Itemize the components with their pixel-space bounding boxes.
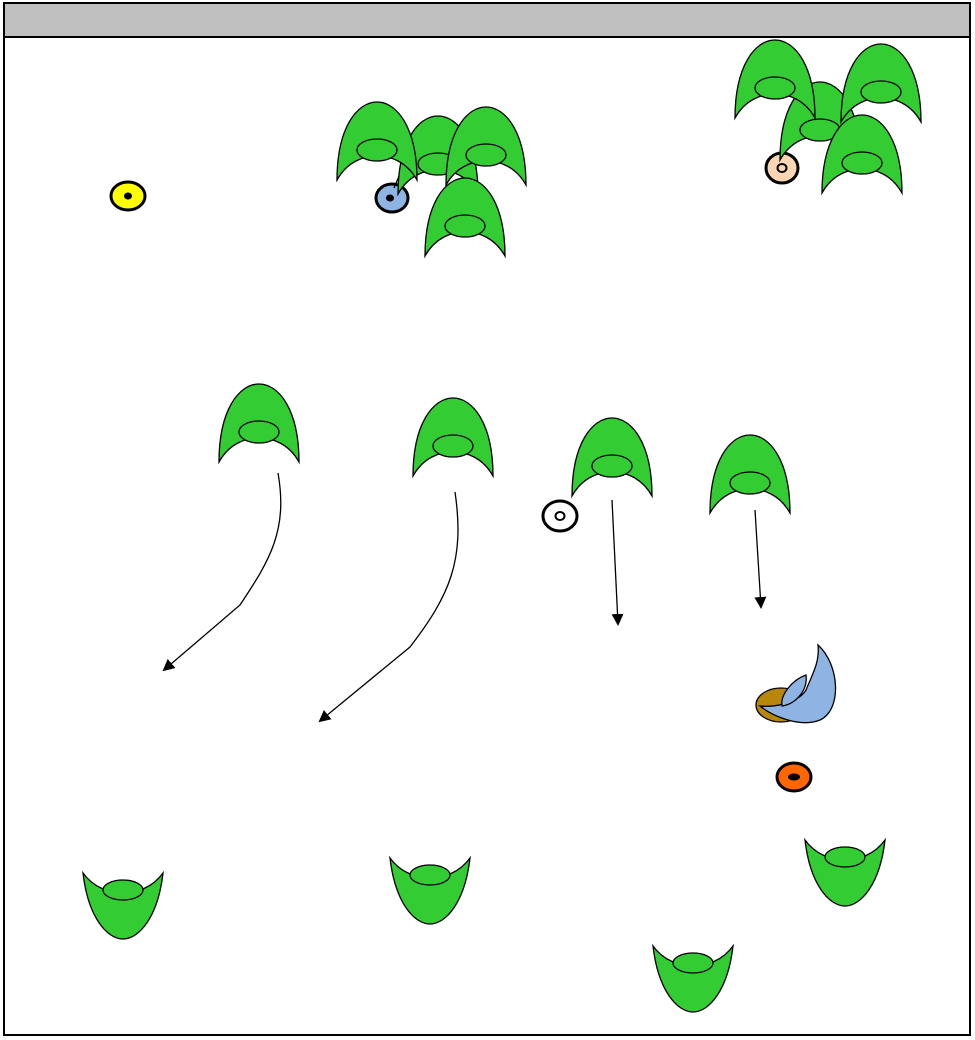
green-sprout-icon[interactable] [413, 398, 493, 476]
arrow-icon [755, 510, 761, 607]
arrow-icon [164, 473, 281, 670]
token-yellow[interactable] [111, 182, 145, 210]
green-sprout-icon[interactable] [219, 384, 299, 462]
green-sprout-icon[interactable] [841, 44, 921, 122]
green-cup-icon[interactable] [83, 873, 163, 939]
sprout-cluster-right [735, 40, 921, 193]
arrow-icon [320, 492, 458, 721]
arrow-icon [612, 500, 618, 624]
green-cup-icon[interactable] [653, 946, 733, 1012]
token-orange[interactable] [777, 763, 811, 791]
green-sprout-icon[interactable] [572, 418, 652, 496]
green-cup-icon[interactable] [390, 858, 470, 924]
green-sprout-icon[interactable] [425, 178, 505, 256]
green-sprout-icon[interactable] [710, 435, 790, 513]
shell-icon[interactable] [756, 645, 836, 723]
green-cup-icon[interactable] [805, 840, 885, 906]
sprout-cluster-center [337, 102, 526, 256]
token-blue[interactable] [376, 184, 408, 212]
token-white[interactable] [543, 501, 577, 531]
